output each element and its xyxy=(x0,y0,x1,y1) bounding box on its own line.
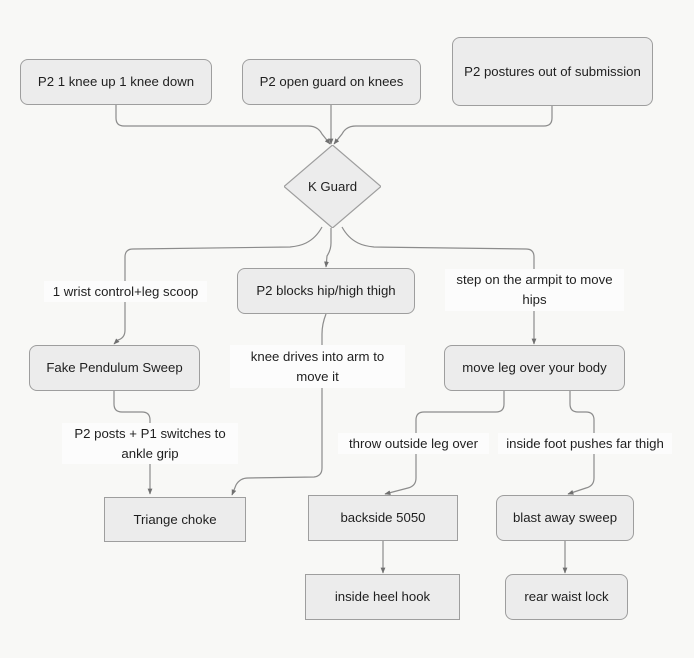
node-k-guard[interactable]: K Guard xyxy=(284,145,381,228)
node-label: move leg over your body xyxy=(462,360,607,376)
node-label: blast away sweep xyxy=(512,510,618,526)
node-label: backside 5050 xyxy=(340,510,426,526)
edge-label-step-on-the-armpit-to-move-hips: step on the armpit to move hips xyxy=(445,269,624,311)
edge-label-1-wrist-control-leg-scoop: 1 wrist control+leg scoop xyxy=(44,281,207,302)
edge-n5-n8 xyxy=(231,313,327,496)
node-label: P2 1 knee up 1 knee down xyxy=(37,74,195,90)
node-move-leg-over-your-body[interactable]: move leg over your body xyxy=(444,345,625,391)
node-label: inside heel hook xyxy=(334,589,431,605)
diamond-shape xyxy=(284,145,381,228)
node-fake-pendulum-sweep[interactable]: Fake Pendulum Sweep xyxy=(29,345,200,391)
edge-n3-n4 xyxy=(333,106,553,145)
edge-label-p2-posts-p1-switches-to-ankle-grip: P2 posts + P1 switches to ankle grip xyxy=(62,423,238,464)
node-p2-blocks-hip-high-thigh[interactable]: P2 blocks hip/high thigh xyxy=(237,268,415,314)
node-backside-5050[interactable]: backside 5050 xyxy=(308,495,458,541)
node-p2-postures-out-of-submission[interactable]: P2 postures out of submission xyxy=(452,37,653,106)
node-p2-open-guard-on-knees[interactable]: P2 open guard on knees xyxy=(242,59,421,105)
node-label: K Guard xyxy=(307,179,358,194)
node-p2-1-knee-up-1-knee-down[interactable]: P2 1 knee up 1 knee down xyxy=(20,59,212,105)
node-label: P2 blocks hip/high thigh xyxy=(256,283,396,299)
node-label: Triange choke xyxy=(133,511,217,527)
node-inside-heel-hook[interactable]: inside heel hook xyxy=(305,574,460,620)
edge-n4-n5 xyxy=(324,228,332,268)
node-label: P2 open guard on knees xyxy=(259,74,404,90)
edge-n1-n4 xyxy=(115,105,331,145)
node-label: P2 postures out of submission xyxy=(464,63,641,79)
edge-label-throw-outside-leg-over: throw outside leg over xyxy=(338,433,489,454)
edge-label-inside-foot-pushes-far-thigh: inside foot pushes far thigh xyxy=(498,433,672,454)
node-label: Fake Pendulum Sweep xyxy=(46,360,183,376)
node-blast-away-sweep[interactable]: blast away sweep xyxy=(496,495,634,541)
node-label: rear waist lock xyxy=(524,589,609,605)
node-rear-waist-lock[interactable]: rear waist lock xyxy=(505,574,628,620)
edge-label-knee-drives-into-arm-to-move-it: knee drives into arm to move it xyxy=(230,345,405,388)
node-triange-choke[interactable]: Triange choke xyxy=(104,497,246,542)
